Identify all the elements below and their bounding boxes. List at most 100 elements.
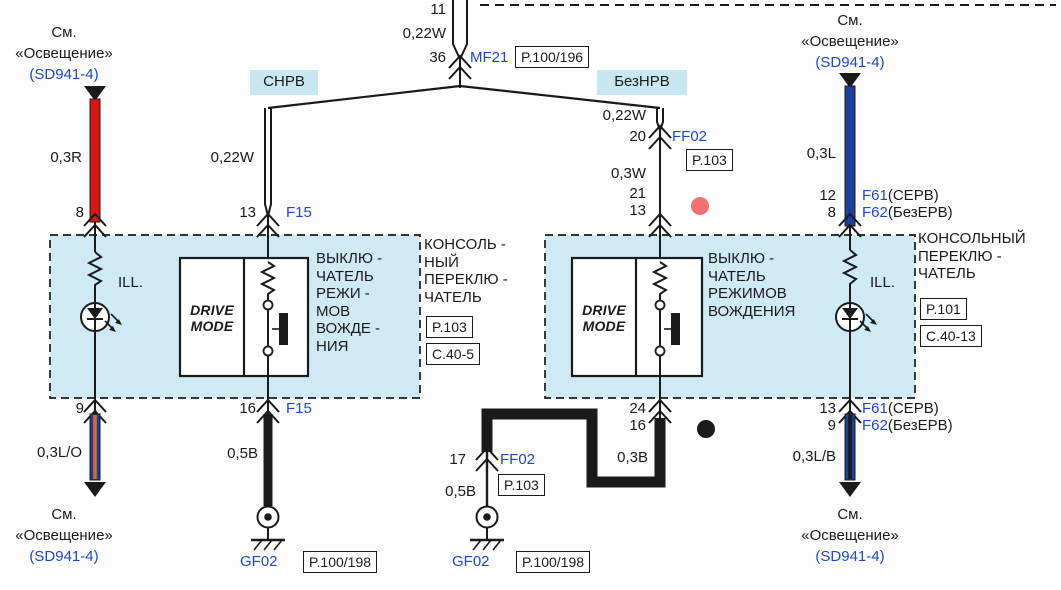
left-supply-wire xyxy=(84,86,106,252)
variant-label: (СЕРВ) xyxy=(887,400,939,417)
page-reference: P.100/196 xyxy=(515,46,590,68)
pin-number: 13 xyxy=(239,204,256,221)
pin-number: 8 xyxy=(75,204,84,221)
connector-name-variant: F62(БезЕРВ) xyxy=(862,204,953,222)
connector-name: FF02 xyxy=(672,128,708,145)
pin8-connector-chevron xyxy=(83,212,107,238)
wire-gauge-label: 0,22W xyxy=(602,107,646,124)
connector-name-variant: F61(СЕРВ) xyxy=(862,187,939,205)
pin-number: 11 xyxy=(430,1,446,18)
exit-connector-chevrons xyxy=(83,398,862,424)
see-note-line1: См. xyxy=(51,506,77,523)
connector-name: F62 xyxy=(862,417,888,434)
red-marker-dot xyxy=(691,197,709,215)
connector-reference: C.40-13 xyxy=(920,325,982,347)
see-note-line2: «Освещение» xyxy=(15,527,113,544)
see-note-ref: (SD941-4) xyxy=(815,54,885,71)
mf21-connector-chevron xyxy=(448,54,472,80)
right-supply-wire xyxy=(839,73,861,227)
pin-number: 16 xyxy=(629,417,646,434)
switch-caption: ВЫКЛЮ - ЧАТЕЛЬ РЕЖИ - МОВ ВОЖДЕ - НИЯ xyxy=(316,250,383,355)
wire-gauge-label: 0,3B xyxy=(617,449,648,466)
see-note-line1: См. xyxy=(837,506,863,523)
illumination-label: ILL. xyxy=(118,274,144,291)
see-note-line2: «Освещение» xyxy=(801,527,899,544)
pin-number: 13 xyxy=(819,400,836,417)
left-ill-branch xyxy=(80,251,122,414)
black-marker-dot xyxy=(697,420,715,438)
connector-name: F15 xyxy=(286,400,312,417)
ff02-17-connector-chevron xyxy=(475,446,499,472)
drive-mode-logo: DRIVE MODE xyxy=(582,302,626,334)
pin-number: 36 xyxy=(429,49,446,66)
page-reference: P.100/198 xyxy=(516,551,591,573)
left-drive-mode-unit xyxy=(178,256,310,414)
wire-gauge-label: 0,22W xyxy=(402,25,446,42)
center-ground-routing xyxy=(481,408,666,507)
pin-number: 13 xyxy=(629,202,646,219)
pin-number: 9 xyxy=(75,400,84,417)
see-note-line1: См. xyxy=(51,24,77,41)
pin-number: 20 xyxy=(629,128,646,145)
top-feed-wire xyxy=(452,0,468,88)
connector-reference: C.40-5 xyxy=(426,343,481,365)
pin-number: 12 xyxy=(819,187,836,204)
variant-label: (БезЕРВ) xyxy=(887,204,953,221)
wire-gauge-label: 0,3R xyxy=(50,149,82,166)
connector-name: F61 xyxy=(862,187,888,204)
see-note-line1: См. xyxy=(837,12,863,29)
pin-number: 16 xyxy=(239,400,256,417)
variant-label: (БезЕРВ) xyxy=(887,417,953,434)
pin-number: 24 xyxy=(629,400,646,417)
ground-symbol xyxy=(470,505,504,551)
see-note-line2: «Освещение» xyxy=(15,45,113,62)
page-reference: P.103 xyxy=(498,474,545,496)
see-lighting-note: См. «Освещение» (SD941-4) xyxy=(0,22,128,85)
page-reference: P.101 xyxy=(920,298,967,320)
connector-name: FF02 xyxy=(500,451,536,468)
pin12-connector-chevron xyxy=(838,212,862,238)
see-lighting-note: См. «Освещение» (SD941-4) xyxy=(0,504,128,567)
component-name: КОНСОЛЬ - НЫЙ ПЕРЕКЛЮ - ЧАТЕЛЬ xyxy=(424,236,508,306)
ground-name: GF02 xyxy=(452,553,490,570)
variant-label: (СЕРВ) xyxy=(887,187,939,204)
left-ill-output-wire xyxy=(84,413,106,497)
ground-name: GF02 xyxy=(240,553,278,570)
see-note-ref: (SD941-4) xyxy=(815,548,885,565)
see-note-ref: (SD941-4) xyxy=(29,548,99,565)
wire-gauge-label: 0,5B xyxy=(445,483,476,500)
branch-label-without-nrv: БезНРВ xyxy=(597,70,687,95)
feed-fork xyxy=(264,84,664,217)
illumination-arrows-icon xyxy=(104,313,122,332)
connector-name: F62 xyxy=(862,204,888,221)
wire-gauge-label: 0,3W xyxy=(610,165,646,182)
ff02-20-connector-chevron xyxy=(648,124,672,150)
wire-gauge-label: 0,3L/O xyxy=(36,444,82,461)
illumination-label: ILL. xyxy=(870,274,896,291)
drive-mode-logo: DRIVE MODE xyxy=(190,302,234,334)
switch-caption: ВЫКЛЮ - ЧАТЕЛЬ РЕЖИМОВ ВОЖДЕНИЯ xyxy=(708,250,796,320)
wire-gauge-label: 0,5B xyxy=(227,445,258,462)
see-note-line2: «Освещение» xyxy=(801,33,899,50)
see-lighting-note: См. «Освещение» (SD941-4) xyxy=(786,504,914,567)
wire-gauge-label: 0,22W xyxy=(210,149,254,166)
right-ill-output-wire xyxy=(839,413,861,497)
pin-number: 17 xyxy=(449,451,466,468)
page-reference: P.100/198 xyxy=(303,551,378,573)
branch-label-with-nrv: СНРВ xyxy=(250,70,318,95)
illumination-arrows-icon xyxy=(859,313,877,332)
component-name: КОНСОЛЬНЫЙ ПЕРЕКЛЮ - ЧАТЕЛЬ xyxy=(918,230,1026,282)
connector-name: MF21 xyxy=(470,49,509,66)
page-reference: P.103 xyxy=(426,316,473,338)
pin13-connector-chevron xyxy=(256,212,280,238)
see-lighting-note: См. «Освещение» (SD941-4) xyxy=(786,10,914,73)
connector-name: F61 xyxy=(862,400,888,417)
ground-symbol xyxy=(251,505,285,551)
wire-gauge-label: 0,3L/B xyxy=(792,448,836,465)
pin-number: 9 xyxy=(827,417,836,434)
page-reference: P.103 xyxy=(686,149,733,171)
see-note-ref: (SD941-4) xyxy=(29,66,99,83)
connector-name: F15 xyxy=(286,204,312,221)
